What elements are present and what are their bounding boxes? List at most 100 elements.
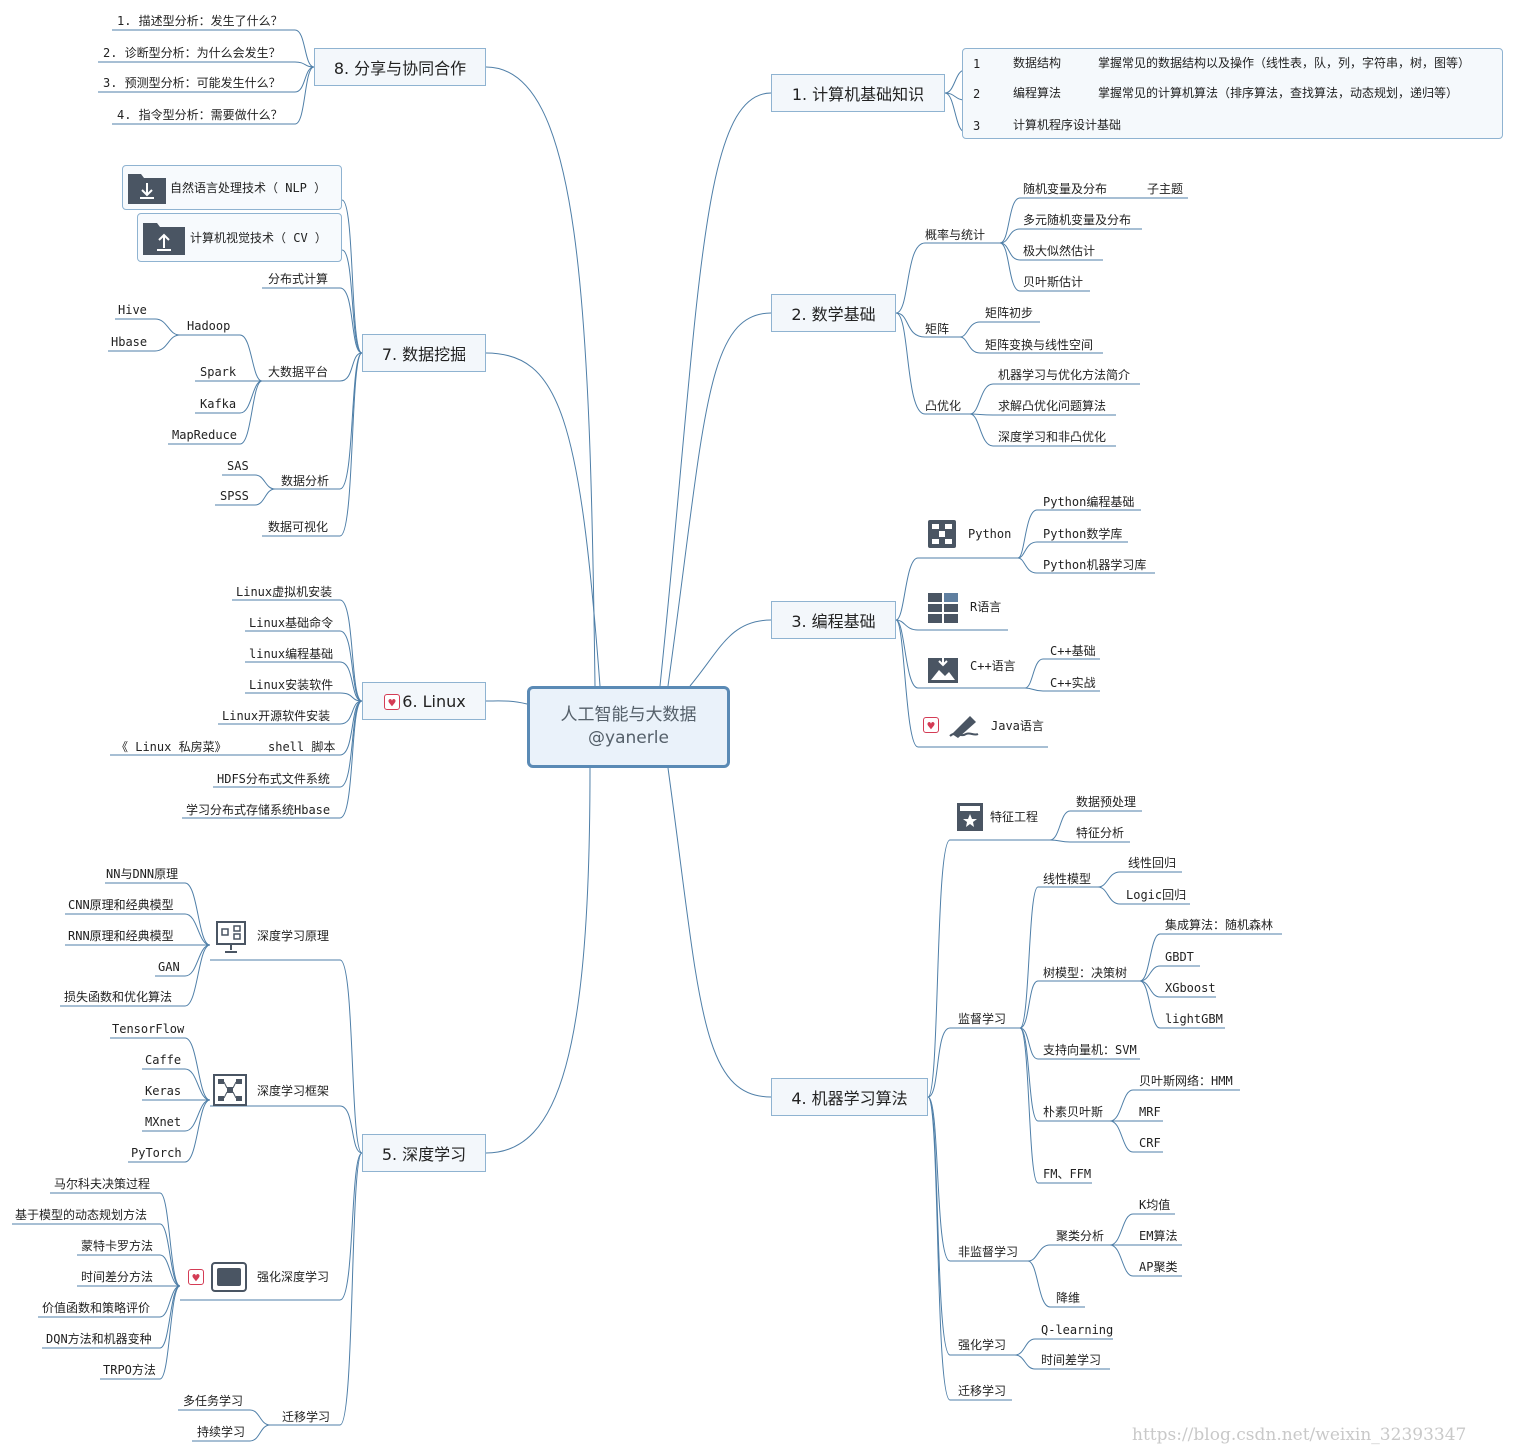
topic-python[interactable]: Python: [968, 527, 1012, 541]
topic-convex-3[interactable]: 深度学习和非凸优化: [998, 430, 1107, 444]
topic-random-variable[interactable]: 随机变量及分布: [1023, 182, 1108, 196]
topic-dim-reduction[interactable]: 降维: [1056, 1291, 1081, 1305]
topic-linux-programming[interactable]: linux编程基础: [249, 647, 334, 661]
topic-xgboost[interactable]: XGboost: [1165, 981, 1216, 995]
topic-lightgbm[interactable]: lightGBM: [1165, 1012, 1223, 1026]
topic-hmm[interactable]: 贝叶斯网络：HMM: [1139, 1074, 1233, 1088]
central-topic[interactable]: 人工智能与大数据 @yanerle: [527, 686, 730, 768]
topic-feature-eng[interactable]: 特征工程: [990, 810, 1039, 824]
topic-deep-rl[interactable]: 强化深度学习: [257, 1270, 330, 1284]
topic-hbase-storage[interactable]: 学习分布式存储系统Hbase: [186, 803, 331, 817]
topic-decision-tree[interactable]: 树模型：决策树: [1043, 966, 1128, 980]
branch-machine-learning[interactable]: 4. 机器学习算法: [771, 1078, 928, 1116]
row-1-name[interactable]: 数据结构: [1013, 56, 1062, 70]
branch-programming[interactable]: 3. 编程基础: [771, 601, 896, 639]
topic-reinforcement[interactable]: 强化学习: [958, 1338, 1007, 1352]
topic-hdfs[interactable]: HDFS分布式文件系统: [217, 772, 330, 786]
topic-mle[interactable]: 极大似然估计: [1023, 244, 1096, 258]
topic-probability[interactable]: 概率与统计: [925, 228, 986, 242]
topic-nlp[interactable]: 自然语言处理技术（ NLP ）: [170, 181, 327, 195]
topic-convex[interactable]: 凸优化: [925, 399, 962, 413]
topic-mxnet[interactable]: MXnet: [145, 1115, 182, 1129]
row-1-desc[interactable]: 掌握常见的数据结构以及操作（线性表，队，列，字符串，树，图等）: [1098, 56, 1471, 70]
row-2-name[interactable]: 编程算法: [1013, 86, 1062, 100]
topic-data-analysis[interactable]: 数据分析: [281, 474, 330, 488]
topic-clustering[interactable]: 聚类分析: [1056, 1229, 1105, 1243]
topic-ap[interactable]: AP聚类: [1139, 1260, 1178, 1274]
topic-linux-vm[interactable]: Linux虚拟机安装: [236, 585, 333, 599]
topic-linux-book[interactable]: 《 Linux 私房菜》: [116, 740, 227, 754]
topic-tensorflow[interactable]: TensorFlow: [112, 1022, 185, 1036]
topic-gbdt[interactable]: GBDT: [1165, 950, 1194, 964]
branch-linux[interactable]: 6. Linux: [362, 682, 486, 720]
topic-dqn[interactable]: DQN方法和机器变种: [46, 1332, 152, 1346]
topic-value-policy[interactable]: 价值函数和策略评价: [42, 1301, 151, 1315]
topic-crf[interactable]: CRF: [1139, 1136, 1161, 1150]
topic-naive-bayes[interactable]: 朴素贝叶斯: [1043, 1105, 1104, 1119]
topic-keras[interactable]: Keras: [145, 1084, 182, 1098]
topic-linear-model[interactable]: 线性模型: [1043, 872, 1092, 886]
topic-hadoop[interactable]: Hadoop: [187, 319, 231, 333]
topic-gan[interactable]: GAN: [158, 960, 180, 974]
topic-dl-frameworks[interactable]: 深度学习框架: [257, 1084, 330, 1098]
topic-cpp-practice[interactable]: C++实战: [1050, 676, 1096, 690]
branch-math[interactable]: 2. 数学基础: [771, 294, 896, 332]
topic-descriptive[interactable]: 1. 描述型分析：发生了什么？: [117, 14, 283, 28]
topic-linear-regression[interactable]: 线性回归: [1128, 856, 1177, 870]
branch-deep-learning[interactable]: 5. 深度学习: [362, 1134, 486, 1172]
topic-cpp[interactable]: C++语言: [970, 659, 1016, 673]
topic-r-language[interactable]: R语言: [970, 600, 1002, 614]
topic-convex-1[interactable]: 机器学习与优化方法简介: [998, 368, 1131, 382]
topic-trpo[interactable]: TRPO方法: [103, 1363, 156, 1377]
topic-nn-dnn[interactable]: NN与DNN原理: [106, 867, 179, 881]
topic-mdp[interactable]: 马尔科夫决策过程: [54, 1177, 151, 1191]
topic-convex-2[interactable]: 求解凸优化问题算法: [998, 399, 1107, 413]
topic-predictive[interactable]: 3. 预测型分析：可能发生什么？: [103, 76, 281, 90]
topic-cv[interactable]: 计算机视觉技术（ CV ）: [190, 231, 327, 245]
branch-data-mining[interactable]: 7. 数据挖掘: [362, 334, 486, 372]
topic-shell-script[interactable]: shell 脚本: [268, 740, 336, 754]
topic-td-learning[interactable]: 时间差学习: [1041, 1353, 1102, 1367]
topic-monte-carlo[interactable]: 蒙特卡罗方法: [81, 1239, 154, 1253]
topic-td-method[interactable]: 时间差分方法: [81, 1270, 154, 1284]
topic-unsupervised[interactable]: 非监督学习: [958, 1245, 1019, 1259]
topic-supervised[interactable]: 监督学习: [958, 1012, 1007, 1026]
topic-feature-analysis[interactable]: 特征分析: [1076, 826, 1125, 840]
topic-bigdata-platform[interactable]: 大数据平台: [268, 365, 329, 379]
topic-spark[interactable]: Spark: [200, 365, 237, 379]
topic-kafka[interactable]: Kafka: [200, 397, 237, 411]
topic-multitask[interactable]: 多任务学习: [183, 1394, 244, 1408]
topic-dl-principles[interactable]: 深度学习原理: [257, 929, 330, 943]
topic-logic-regression[interactable]: Logic回归: [1126, 888, 1187, 902]
topic-distributed[interactable]: 分布式计算: [268, 272, 329, 286]
topic-java[interactable]: Java语言: [991, 719, 1044, 733]
topic-matrix-transform[interactable]: 矩阵变换与线性空间: [985, 338, 1094, 352]
topic-linux-commands[interactable]: Linux基础命令: [249, 616, 334, 630]
topic-visualization[interactable]: 数据可视化: [268, 520, 329, 534]
topic-q-learning[interactable]: Q-learning: [1041, 1323, 1114, 1337]
topic-mapreduce[interactable]: MapReduce: [172, 428, 238, 442]
topic-transfer[interactable]: 迁移学习: [958, 1384, 1007, 1398]
topic-continual[interactable]: 持续学习: [197, 1425, 246, 1439]
topic-prescriptive[interactable]: 4. 指令型分析：需要做什么？: [117, 108, 283, 122]
topic-python-basics[interactable]: Python编程基础: [1043, 495, 1135, 509]
topic-cnn[interactable]: CNN原理和经典模型: [68, 898, 174, 912]
topic-transfer-learning[interactable]: 迁移学习: [282, 1410, 331, 1424]
topic-subtopic[interactable]: 子主题: [1147, 182, 1184, 196]
row-2-desc[interactable]: 掌握常见的计算机算法（排序算法，查找算法，动态规划，递归等）: [1098, 86, 1459, 100]
topic-python-math[interactable]: Python数学库: [1043, 527, 1123, 541]
topic-loss-opt[interactable]: 损失函数和优化算法: [64, 990, 173, 1004]
topic-linux-opensource[interactable]: Linux开源软件安装: [222, 709, 331, 723]
topic-kmeans[interactable]: K均值: [1139, 1198, 1171, 1212]
row-3-name[interactable]: 计算机程序设计基础: [1013, 118, 1122, 132]
topic-bayes-estimate[interactable]: 贝叶斯估计: [1023, 275, 1084, 289]
topic-em[interactable]: EM算法: [1139, 1229, 1178, 1243]
topic-multi-random-variable[interactable]: 多元随机变量及分布: [1023, 213, 1132, 227]
topic-spss[interactable]: SPSS: [220, 489, 249, 503]
topic-python-ml[interactable]: Python机器学习库: [1043, 558, 1147, 572]
topic-matrix-intro[interactable]: 矩阵初步: [985, 306, 1034, 320]
topic-model-dp[interactable]: 基于模型的动态规划方法: [15, 1208, 148, 1222]
topic-linux-install[interactable]: Linux安装软件: [249, 678, 334, 692]
topic-random-forest[interactable]: 集成算法：随机森林: [1165, 918, 1274, 932]
topic-svm[interactable]: 支持向量机：SVM: [1043, 1043, 1137, 1057]
